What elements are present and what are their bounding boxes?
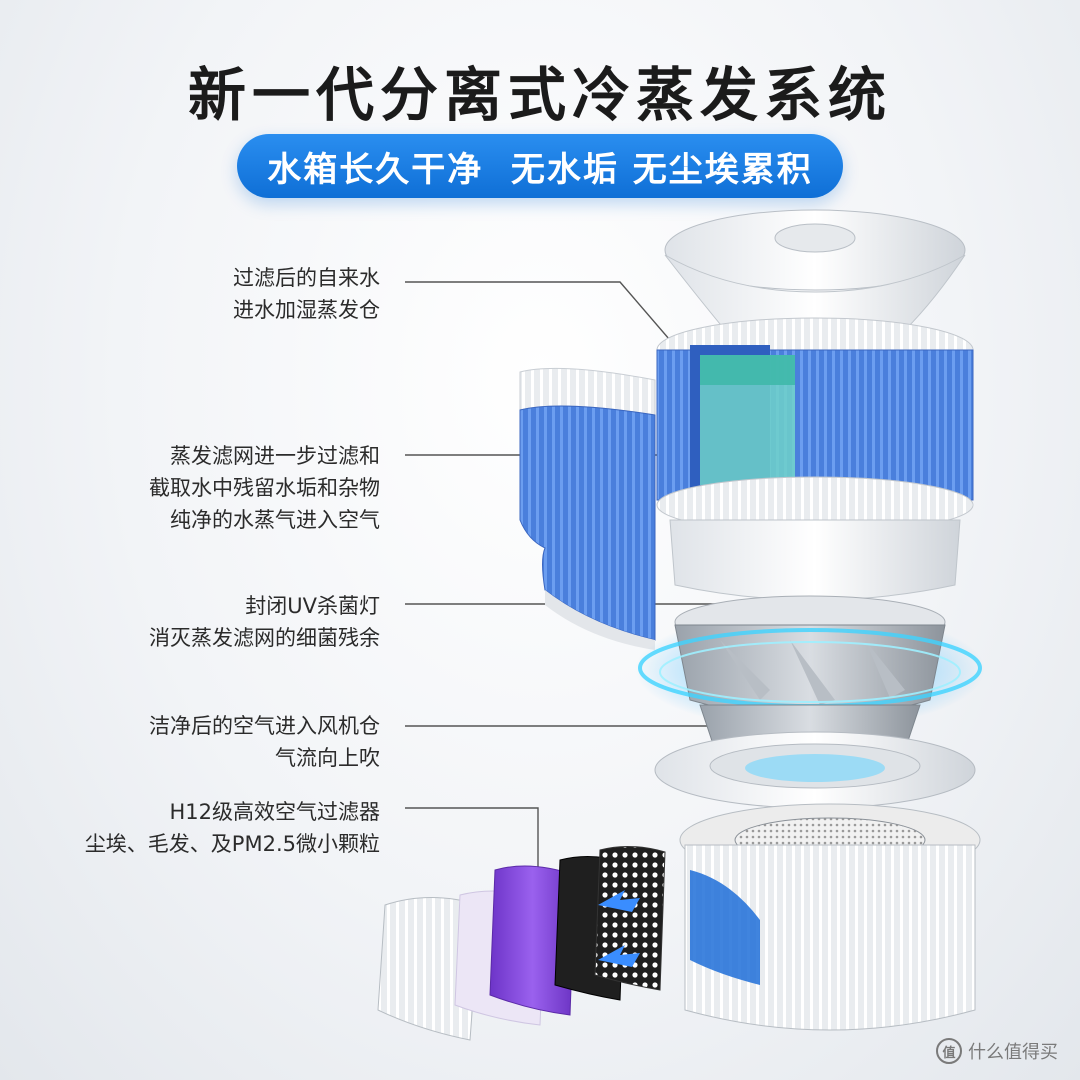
tagline-banner: 水箱长久干净 无水垢 无尘埃累积 bbox=[237, 134, 843, 198]
fan-chamber bbox=[635, 595, 985, 761]
fan-blade-2 bbox=[790, 640, 835, 705]
outer-grille-layer bbox=[377, 897, 481, 1041]
detached-filter-blue-body bbox=[519, 405, 656, 641]
callout-uv-lamp-line2: 消灭蒸发滤网的细菌残余 bbox=[149, 626, 380, 650]
intake-airflow-blue bbox=[690, 870, 760, 985]
callout-evaporation-filter-line1: 蒸发滤网进一步过滤和 bbox=[170, 444, 380, 468]
callout-inlet-water: 过滤后的自来水 进水加湿蒸发仓 bbox=[233, 262, 380, 326]
callout-uv-lamp-line1: 封闭UV杀菌灯 bbox=[245, 594, 380, 618]
callout-fan-chamber-line1: 洁净后的空气进入风机仓 bbox=[149, 714, 380, 738]
watermark-text: 什么值得买 bbox=[968, 1042, 1058, 1063]
airflow-arrow-2 bbox=[598, 945, 640, 967]
fan-glow-ring-inner bbox=[659, 641, 961, 703]
callout-fan-chamber-line2: 气流向上吹 bbox=[275, 746, 380, 770]
filter-layer-stack bbox=[377, 845, 666, 1041]
airflow-arrow-1 bbox=[598, 890, 640, 912]
callout-inlet-water-line1: 过滤后的自来水 bbox=[233, 266, 380, 290]
base-ring-glow bbox=[745, 754, 885, 782]
callout-fan-chamber: 洁净后的空气进入风机仓 气流向上吹 bbox=[149, 710, 380, 774]
main-evaporation-cylinder bbox=[656, 317, 974, 601]
callout-evaporation-filter: 蒸发滤网进一步过滤和 截取水中残留水垢和杂物 纯净的水蒸气进入空气 bbox=[149, 440, 380, 536]
callout-inlet-water-line2: 进水加湿蒸发仓 bbox=[233, 298, 380, 322]
uv-housing bbox=[669, 519, 961, 601]
callout-evaporation-filter-line3: 纯净的水蒸气进入空气 bbox=[170, 508, 380, 532]
top-cap-knob bbox=[774, 223, 856, 253]
callout-evaporation-filter-line2: 截取水中残留水垢和杂物 bbox=[149, 476, 380, 500]
leader-line-inlet bbox=[405, 281, 701, 376]
callout-hepa-filter: H12级高效空气过滤器 尘埃、毛发、及PM2.5微小颗粒 bbox=[85, 796, 380, 860]
hex-mesh-layer bbox=[594, 845, 666, 991]
bottom-intake-housing bbox=[679, 803, 981, 1031]
callout-uv-lamp: 封闭UV杀菌灯 消灭蒸发滤网的细菌残余 bbox=[149, 590, 380, 654]
purple-filter-layer bbox=[489, 865, 576, 1016]
headline: 新一代分离式冷蒸发系统 bbox=[187, 61, 892, 129]
water-surface bbox=[700, 355, 795, 385]
detached-evaporation-filter bbox=[519, 367, 656, 650]
leader-line-hepa bbox=[405, 807, 539, 880]
callout-hepa-filter-line1: H12级高效空气过滤器 bbox=[169, 800, 380, 824]
base-ring bbox=[654, 731, 976, 809]
watermark: 值 什么值得买 bbox=[936, 1038, 1058, 1064]
fan-blade-1 bbox=[720, 640, 770, 700]
watermark-badge-icon: 值 bbox=[936, 1038, 962, 1064]
callout-hepa-filter-line2: 尘埃、毛发、及PM2.5微小颗粒 bbox=[84, 832, 380, 856]
tagline-text: 水箱长久干净 无水垢 无尘埃累积 bbox=[267, 149, 813, 190]
detached-filter-white-bottom bbox=[545, 590, 655, 650]
fan-blade-3 bbox=[865, 640, 905, 698]
